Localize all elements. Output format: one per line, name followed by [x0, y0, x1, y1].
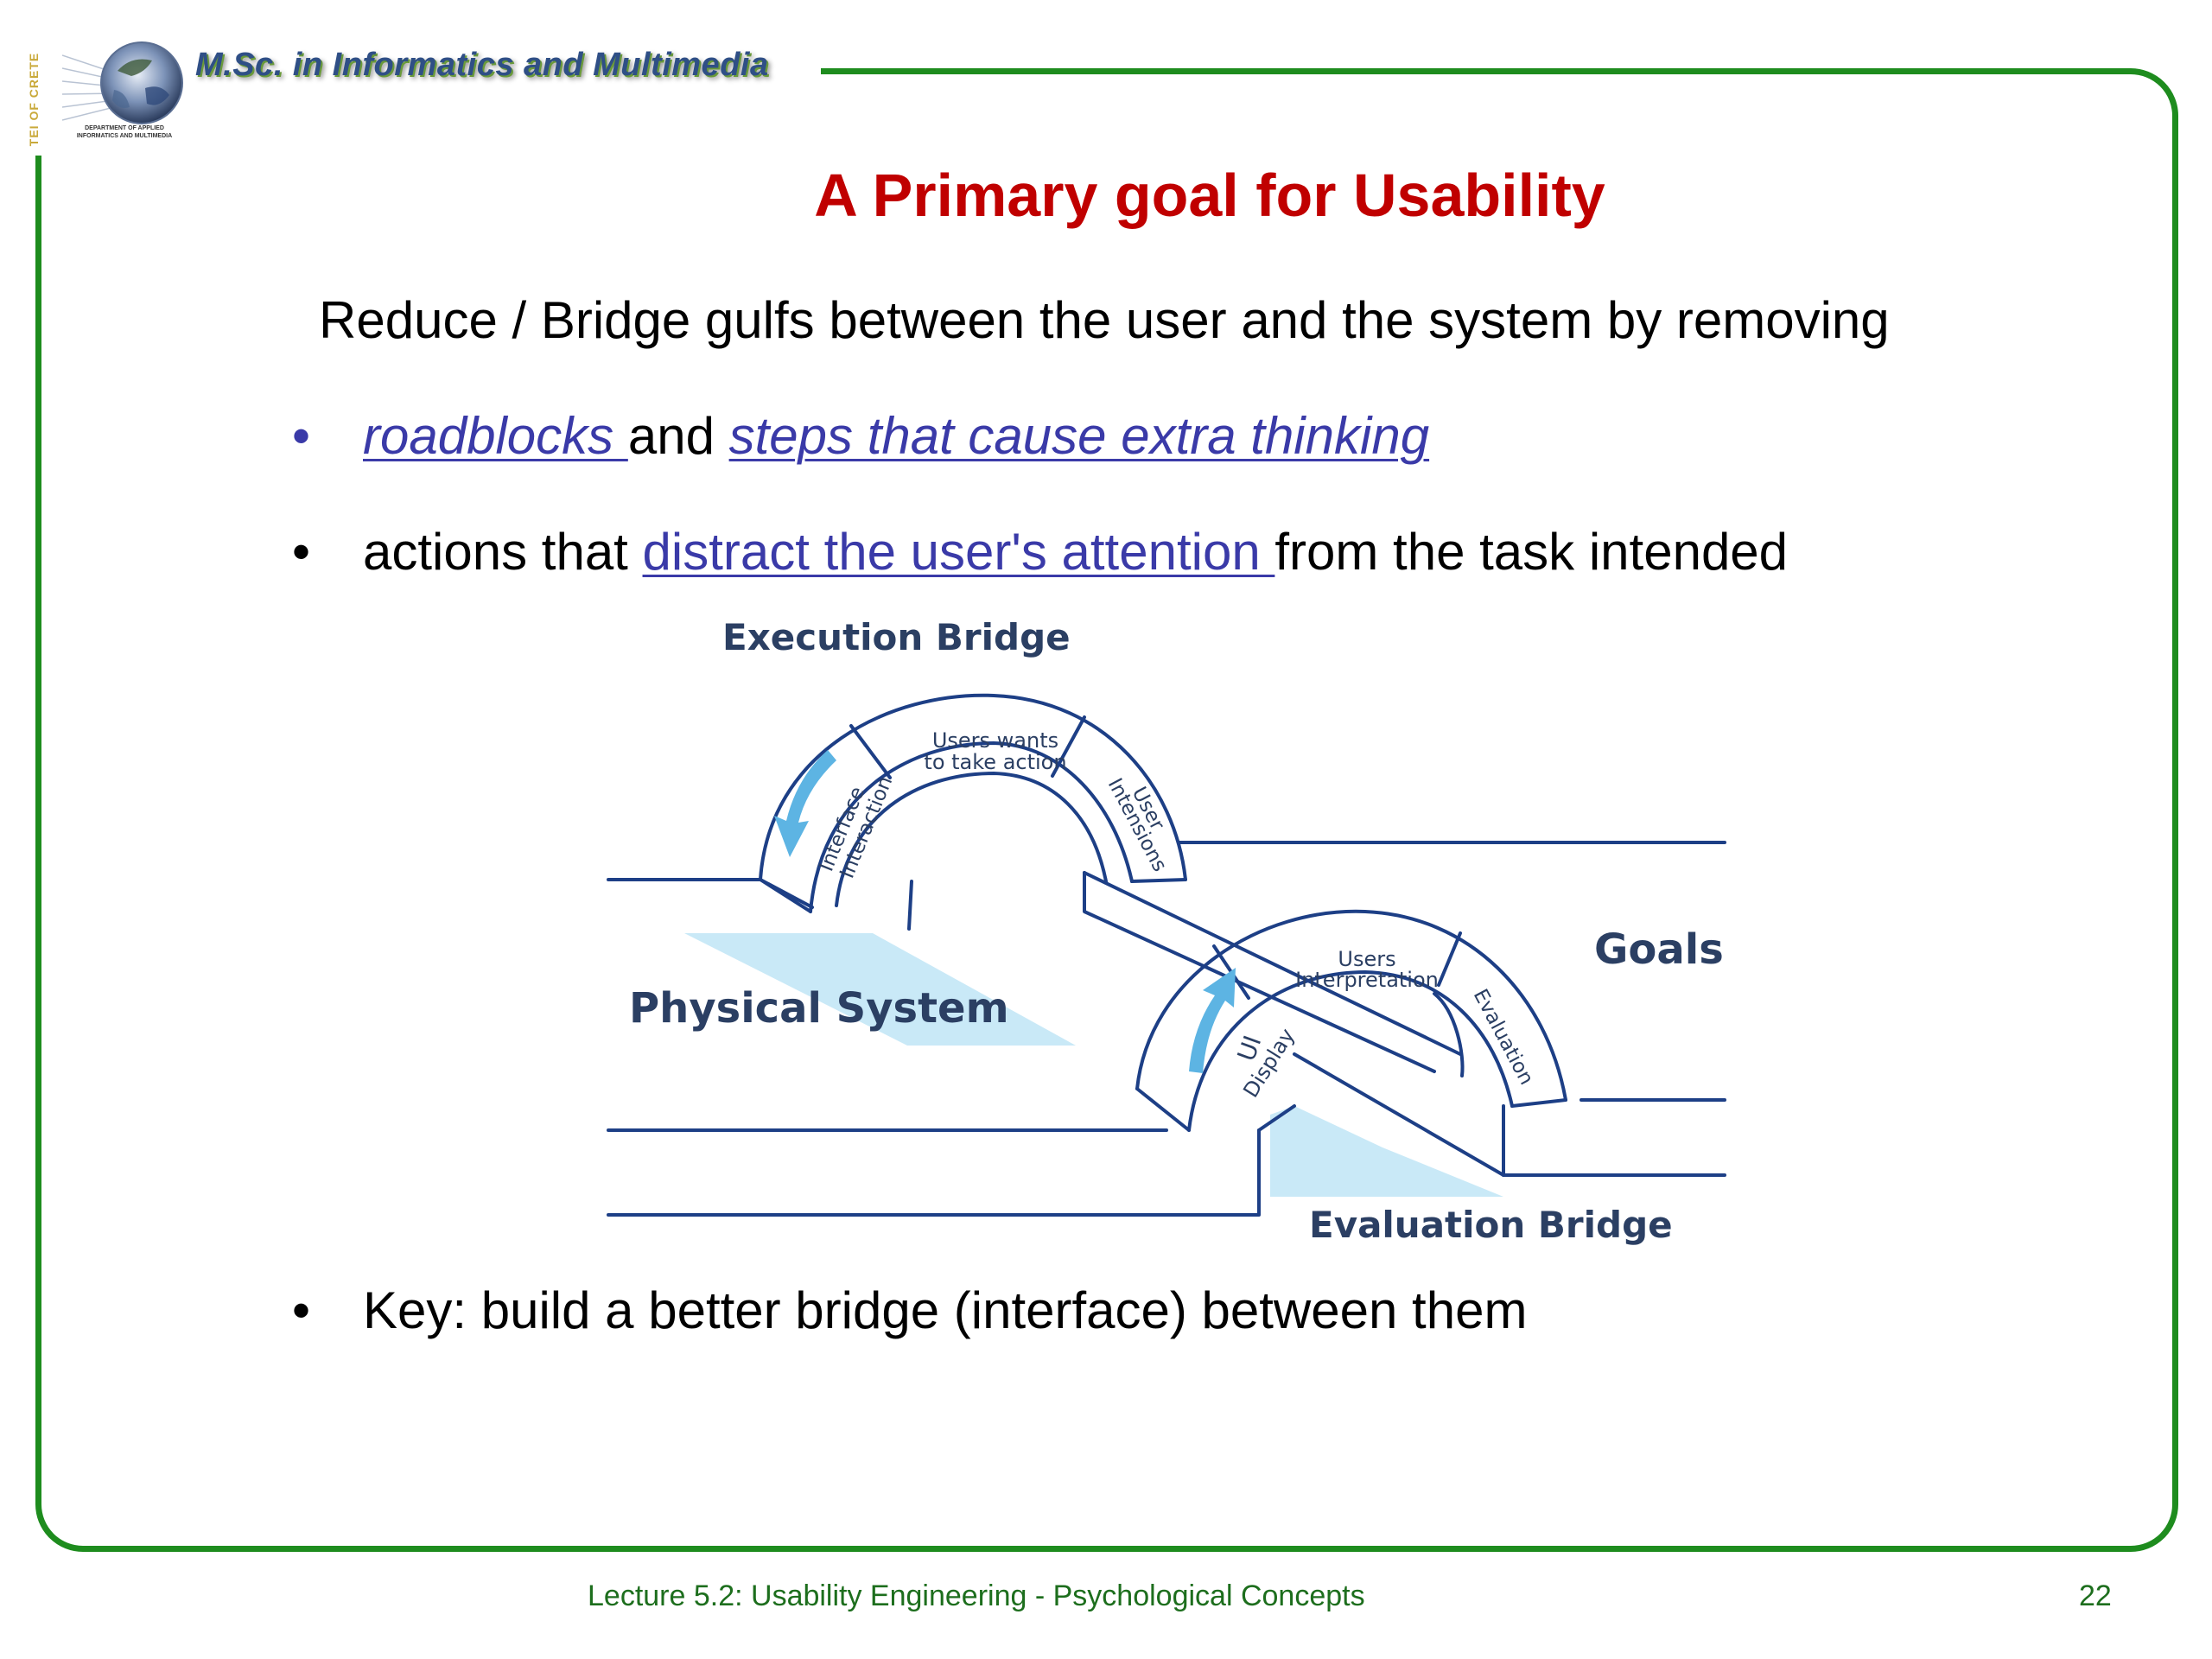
distract-attention-link[interactable]: distract the user's attention [642, 523, 1275, 581]
bullet-roadblocks: • roadblocks and steps that cause extra t… [292, 406, 1429, 466]
execution-bridge-outer-arch [759, 693, 1187, 881]
users-wants-label-line1: Users wants [932, 728, 1058, 753]
department-label: DEPARTMENT OF APPLIED INFORMATICS AND MU… [76, 125, 173, 139]
slide-title: A Primary goal for Usability [814, 162, 1605, 229]
execution-bridge-deck-top [1083, 871, 1462, 1056]
slide-title-container: A Primary goal for Usability [778, 161, 1642, 230]
evaluation-gulf-water [1270, 1106, 1503, 1197]
users-wants-label-line2: to take action [924, 750, 1066, 774]
bullet-suffix: from the task intended [1274, 523, 1789, 581]
users-interpretation-label-line1: Users [1338, 947, 1395, 971]
bullet-prefix: actions that [363, 523, 643, 581]
execution-gulf-water [684, 933, 1076, 1046]
physical-system-label: Physical System [629, 984, 1009, 1033]
interface-arrow-icon [774, 750, 836, 857]
bullet-marker: • [292, 523, 311, 581]
goals-label: Goals [1594, 925, 1724, 974]
bullet-key: • Key: build a better bridge (interface) … [292, 1281, 1527, 1340]
program-title: M.Sc. in Informatics and Multimedia [195, 47, 769, 83]
execution-bridge-deck-lower [1083, 871, 1436, 1073]
execution-bridge-inner-arch [809, 741, 1134, 913]
roadblocks-link[interactable]: roadblocks [363, 407, 628, 465]
bullet-connector: and [627, 407, 729, 465]
bullet-marker: • [292, 407, 311, 465]
globe-icon [62, 41, 183, 124]
evaluation-bridge-deck-top [1293, 1052, 1505, 1177]
extra-thinking-link[interactable]: steps that cause extra thinking [728, 407, 1430, 465]
slide-frame [35, 68, 2178, 1552]
bullet-marker: • [292, 1281, 311, 1339]
physical-system-bottom-edge [607, 1128, 1261, 1217]
users-interpretation-label-line2: Interpretation [1295, 968, 1439, 992]
gulf-bridges-diagram: Execution Bridge Physical System Goals E… [607, 622, 1726, 1246]
evaluation-bridge-outer-arch [1135, 909, 1567, 1102]
ui-display-arrow-icon [1189, 968, 1236, 1073]
footer-lecture: Lecture 5.2: Usability Engineering - Psy… [588, 1580, 1365, 1612]
intro-text: Reduce / Bridge gulfs between the user a… [319, 291, 1890, 349]
page-number: 22 [2079, 1580, 2112, 1612]
evaluation-bridge-label: Evaluation Bridge [1309, 1204, 1673, 1246]
execution-bridge-label: Execution Bridge [722, 622, 1071, 658]
institution-tag: TEI OF CRETE [27, 52, 41, 147]
key-text: Key: build a better bridge (interface) b… [363, 1281, 1528, 1339]
evaluation-bridge-inner-arch [1187, 970, 1514, 1132]
bullet-distract: • actions that distract the user's attent… [292, 522, 1788, 582]
